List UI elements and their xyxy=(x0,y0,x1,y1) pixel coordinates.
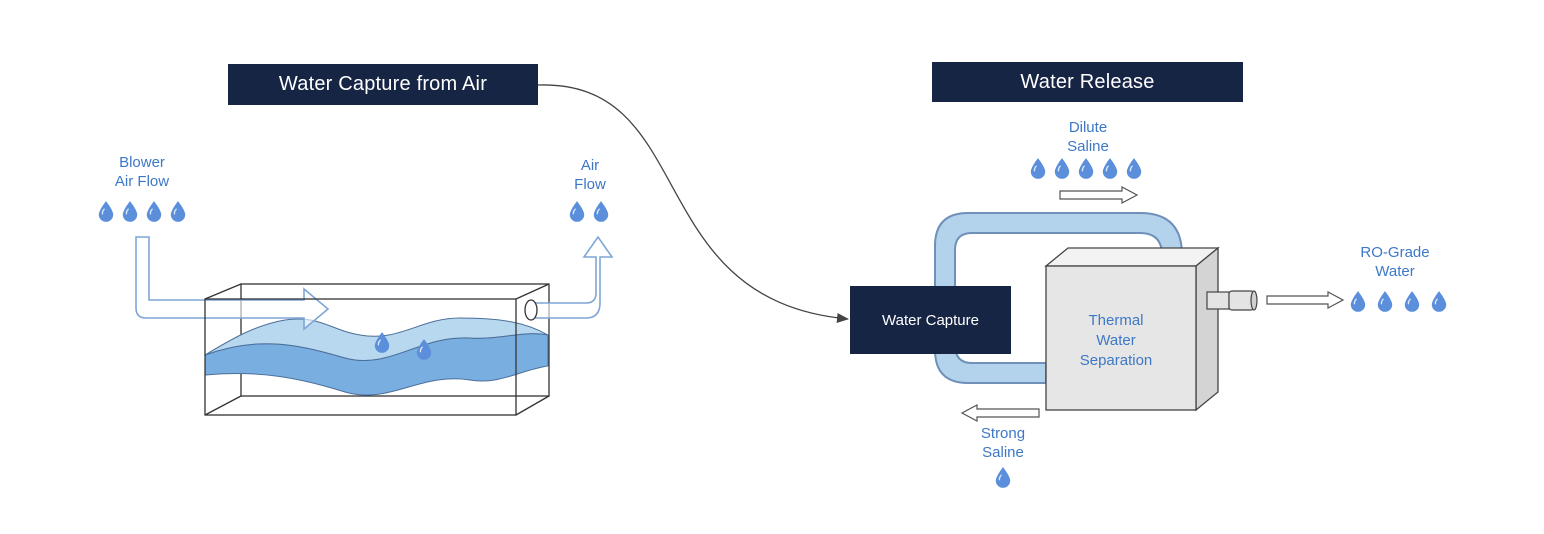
strong-arrow-icon xyxy=(960,404,1040,422)
ro-water-drop-icon xyxy=(1377,290,1393,312)
capture-title: Water Capture from Air xyxy=(228,64,538,105)
outlet-opening xyxy=(524,299,538,321)
dilute-water-drop-icon xyxy=(1126,157,1142,179)
thermal-separation-label: Thermal Water Separation xyxy=(1079,312,1153,369)
dilute-water-drop-icon xyxy=(1102,157,1118,179)
thermal-box-front xyxy=(1045,265,1197,411)
ro-water-drop-icon xyxy=(1404,290,1420,312)
ro-arrow-icon xyxy=(1266,291,1345,309)
dilute-saline-label: Dilute Saline xyxy=(1067,119,1109,155)
ro-grade-water-label: RO-Grade Water xyxy=(1360,244,1430,280)
thermal-box-top xyxy=(1044,247,1220,267)
connector-curve xyxy=(537,84,849,323)
ro-water-drop-icon xyxy=(1350,290,1366,312)
blower-air-flow-label: Blower Air Flow xyxy=(114,154,170,190)
dilute-arrow-icon xyxy=(1059,186,1139,204)
water-layer-light xyxy=(204,317,549,361)
blower-water-drop-icon xyxy=(122,200,138,222)
dilute-water-drop-icon xyxy=(1030,157,1046,179)
dilute-water-drop-icon xyxy=(1054,157,1070,179)
thermal-box-side xyxy=(1195,246,1219,412)
air-flow-label: Air Flow xyxy=(574,157,606,193)
outlet-arrow-icon xyxy=(531,235,614,319)
ro-water-drop-icon xyxy=(1431,290,1447,312)
blower-water-drop-icon xyxy=(170,200,186,222)
capture-tank xyxy=(135,235,614,416)
nozzle-icon xyxy=(1206,291,1230,310)
outlet-water-drop-icon xyxy=(569,200,585,222)
outlet-water-drop-icon xyxy=(593,200,609,222)
release-system xyxy=(934,186,1345,422)
blower-arrow-icon xyxy=(135,236,330,331)
strong-saline-label: Strong Saline xyxy=(980,425,1026,461)
blower-water-drop-icon xyxy=(146,200,162,222)
blower-water-drop-icon xyxy=(98,200,114,222)
dilute-water-drop-icon xyxy=(1078,157,1094,179)
strong-water-drop-icon xyxy=(995,466,1011,488)
water-capture-box: Water Capture xyxy=(850,286,1011,354)
release-title: Water Release xyxy=(932,62,1243,102)
